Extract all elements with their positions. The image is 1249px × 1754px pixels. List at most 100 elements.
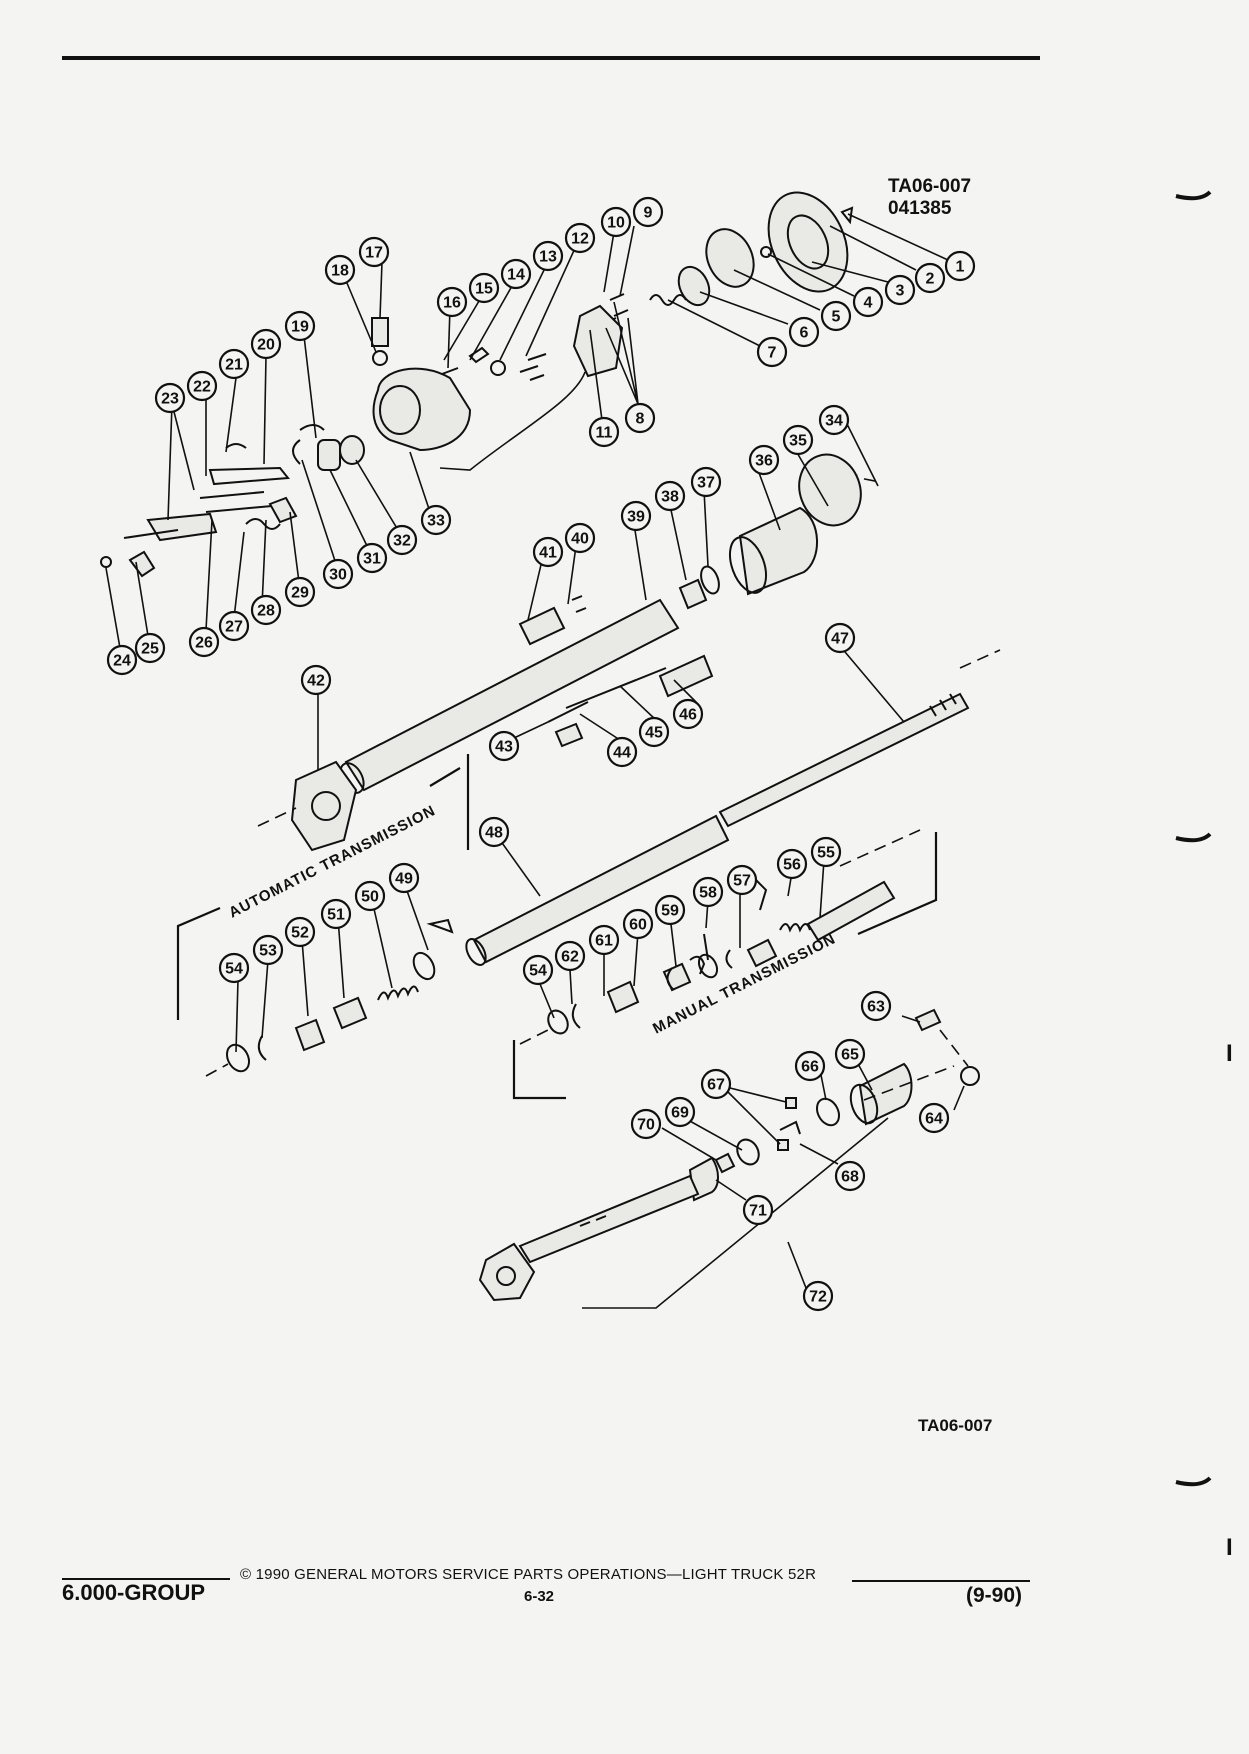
callout-30: 30 xyxy=(322,558,354,590)
footer-page-number: 6-32 xyxy=(524,1588,555,1605)
callout-65: 65 xyxy=(834,1038,866,1070)
callout-39: 39 xyxy=(620,500,652,532)
callout-53: 53 xyxy=(252,934,284,966)
callout-26: 26 xyxy=(188,626,220,658)
callout-number: 17 xyxy=(365,245,383,262)
callout-balloon xyxy=(802,1280,834,1312)
callout-50: 50 xyxy=(354,880,386,912)
callout-balloon xyxy=(488,730,520,762)
callout-balloon xyxy=(564,522,596,554)
callout-33: 33 xyxy=(420,504,452,536)
callout-balloon xyxy=(106,644,138,676)
callout-balloon xyxy=(284,310,316,342)
callout-number: 11 xyxy=(596,425,613,442)
callout-balloon xyxy=(250,328,282,360)
callout-number: 57 xyxy=(733,873,751,890)
callout-number: 72 xyxy=(809,1289,827,1306)
callout-71: 71 xyxy=(742,1194,774,1226)
callout-23: 23 xyxy=(154,382,186,414)
binding-edge-mark xyxy=(1175,190,1212,201)
callout-balloon xyxy=(776,848,808,880)
callout-balloon xyxy=(324,254,356,286)
callout-55: 55 xyxy=(810,836,842,868)
callout-7: 7 xyxy=(756,336,788,368)
callout-number: 7 xyxy=(768,345,777,362)
callout-balloon xyxy=(788,316,820,348)
callout-number: 53 xyxy=(259,943,277,960)
callout-70: 70 xyxy=(630,1108,662,1140)
callout-number: 5 xyxy=(832,309,841,326)
callout-number: 13 xyxy=(539,249,557,266)
callout-35: 35 xyxy=(782,424,814,456)
callout-balloon xyxy=(250,594,282,626)
callout-number: 66 xyxy=(801,1059,819,1076)
callout-number: 30 xyxy=(329,567,347,584)
margin-mark: I xyxy=(1226,1040,1233,1067)
callout-balloon xyxy=(500,258,532,290)
callout-layer: 1234567891011121314151617181920212223242… xyxy=(106,196,976,1312)
callout-1: 1 xyxy=(944,250,976,282)
callout-47: 47 xyxy=(824,622,856,654)
callout-balloon xyxy=(478,816,510,848)
callout-balloon xyxy=(622,908,654,940)
callout-balloon xyxy=(690,466,722,498)
callout-balloon xyxy=(284,576,316,608)
callout-balloon xyxy=(532,536,564,568)
callout-12: 12 xyxy=(564,222,596,254)
callout-number: 51 xyxy=(327,907,345,924)
callout-number: 24 xyxy=(113,653,131,670)
binding-edge-mark xyxy=(1175,1476,1212,1487)
callout-balloon xyxy=(726,864,758,896)
callout-balloon xyxy=(356,542,388,574)
callout-61: 61 xyxy=(588,924,620,956)
callout-number: 61 xyxy=(595,933,613,950)
callout-21: 21 xyxy=(218,348,250,380)
callout-number: 28 xyxy=(257,603,275,620)
callout-54: 54 xyxy=(218,952,250,984)
callout-6: 6 xyxy=(788,316,820,348)
callout-17: 17 xyxy=(358,236,390,268)
callout-balloon xyxy=(624,402,656,434)
callout-number: 40 xyxy=(571,531,589,548)
callout-51: 51 xyxy=(320,898,352,930)
callout-64: 64 xyxy=(918,1102,950,1134)
callout-46: 46 xyxy=(672,698,704,730)
callout-balloon xyxy=(834,1038,866,1070)
callout-balloon xyxy=(588,924,620,956)
callout-number: 56 xyxy=(783,857,801,874)
callout-balloon xyxy=(218,952,250,984)
callout-number: 18 xyxy=(331,263,349,280)
binding-edge-mark xyxy=(1175,832,1212,843)
footer-rule-right xyxy=(852,1580,1030,1582)
callout-balloon xyxy=(914,262,946,294)
callout-number: 67 xyxy=(707,1077,725,1094)
callout-number: 54 xyxy=(529,963,547,980)
callout-number: 10 xyxy=(607,215,625,232)
callout-8: 8 xyxy=(624,402,656,434)
callout-balloon xyxy=(818,404,850,436)
callout-number: 37 xyxy=(697,475,715,492)
callout-13: 13 xyxy=(532,240,564,272)
callout-19: 19 xyxy=(284,310,316,342)
callout-37: 37 xyxy=(690,466,722,498)
callout-balloon xyxy=(188,626,220,658)
callout-balloon xyxy=(860,990,892,1022)
callout-number: 26 xyxy=(195,635,213,652)
callout-34: 34 xyxy=(818,404,850,436)
callout-number: 19 xyxy=(291,319,309,336)
callout-20: 20 xyxy=(250,328,282,360)
callout-48: 48 xyxy=(478,816,510,848)
callout-number: 45 xyxy=(645,725,663,742)
callout-balloon xyxy=(420,504,452,536)
figure-code-bottom: TA06-007 xyxy=(918,1416,993,1435)
callout-balloon xyxy=(756,336,788,368)
callout-31: 31 xyxy=(356,542,388,574)
callout-number: 14 xyxy=(507,267,525,284)
callout-number: 12 xyxy=(571,231,589,248)
callout-balloon xyxy=(782,424,814,456)
callout-62: 62 xyxy=(554,940,586,972)
callout-balloon xyxy=(884,274,916,306)
